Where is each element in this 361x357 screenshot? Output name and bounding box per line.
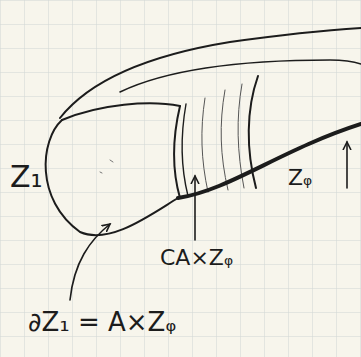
z1-blob (46, 120, 178, 235)
edge-label: Zᵩ (288, 166, 312, 190)
region-label: Z₁ (10, 160, 43, 193)
collar-label: CA×Zᵩ (160, 246, 233, 270)
leader-arrow (70, 224, 110, 300)
pencil-marks (100, 160, 113, 173)
outer-top-edge (60, 28, 361, 118)
z1-blob-top (62, 103, 180, 120)
boundary-section (174, 106, 180, 198)
leader-arrow (194, 176, 196, 240)
z-phi-edge (178, 124, 361, 198)
inner-ridge (120, 60, 361, 92)
boundary-equation: ∂Z₁ = A×Zᵩ (28, 308, 176, 337)
leader-arrow (346, 142, 348, 188)
collar-edge (182, 104, 188, 196)
